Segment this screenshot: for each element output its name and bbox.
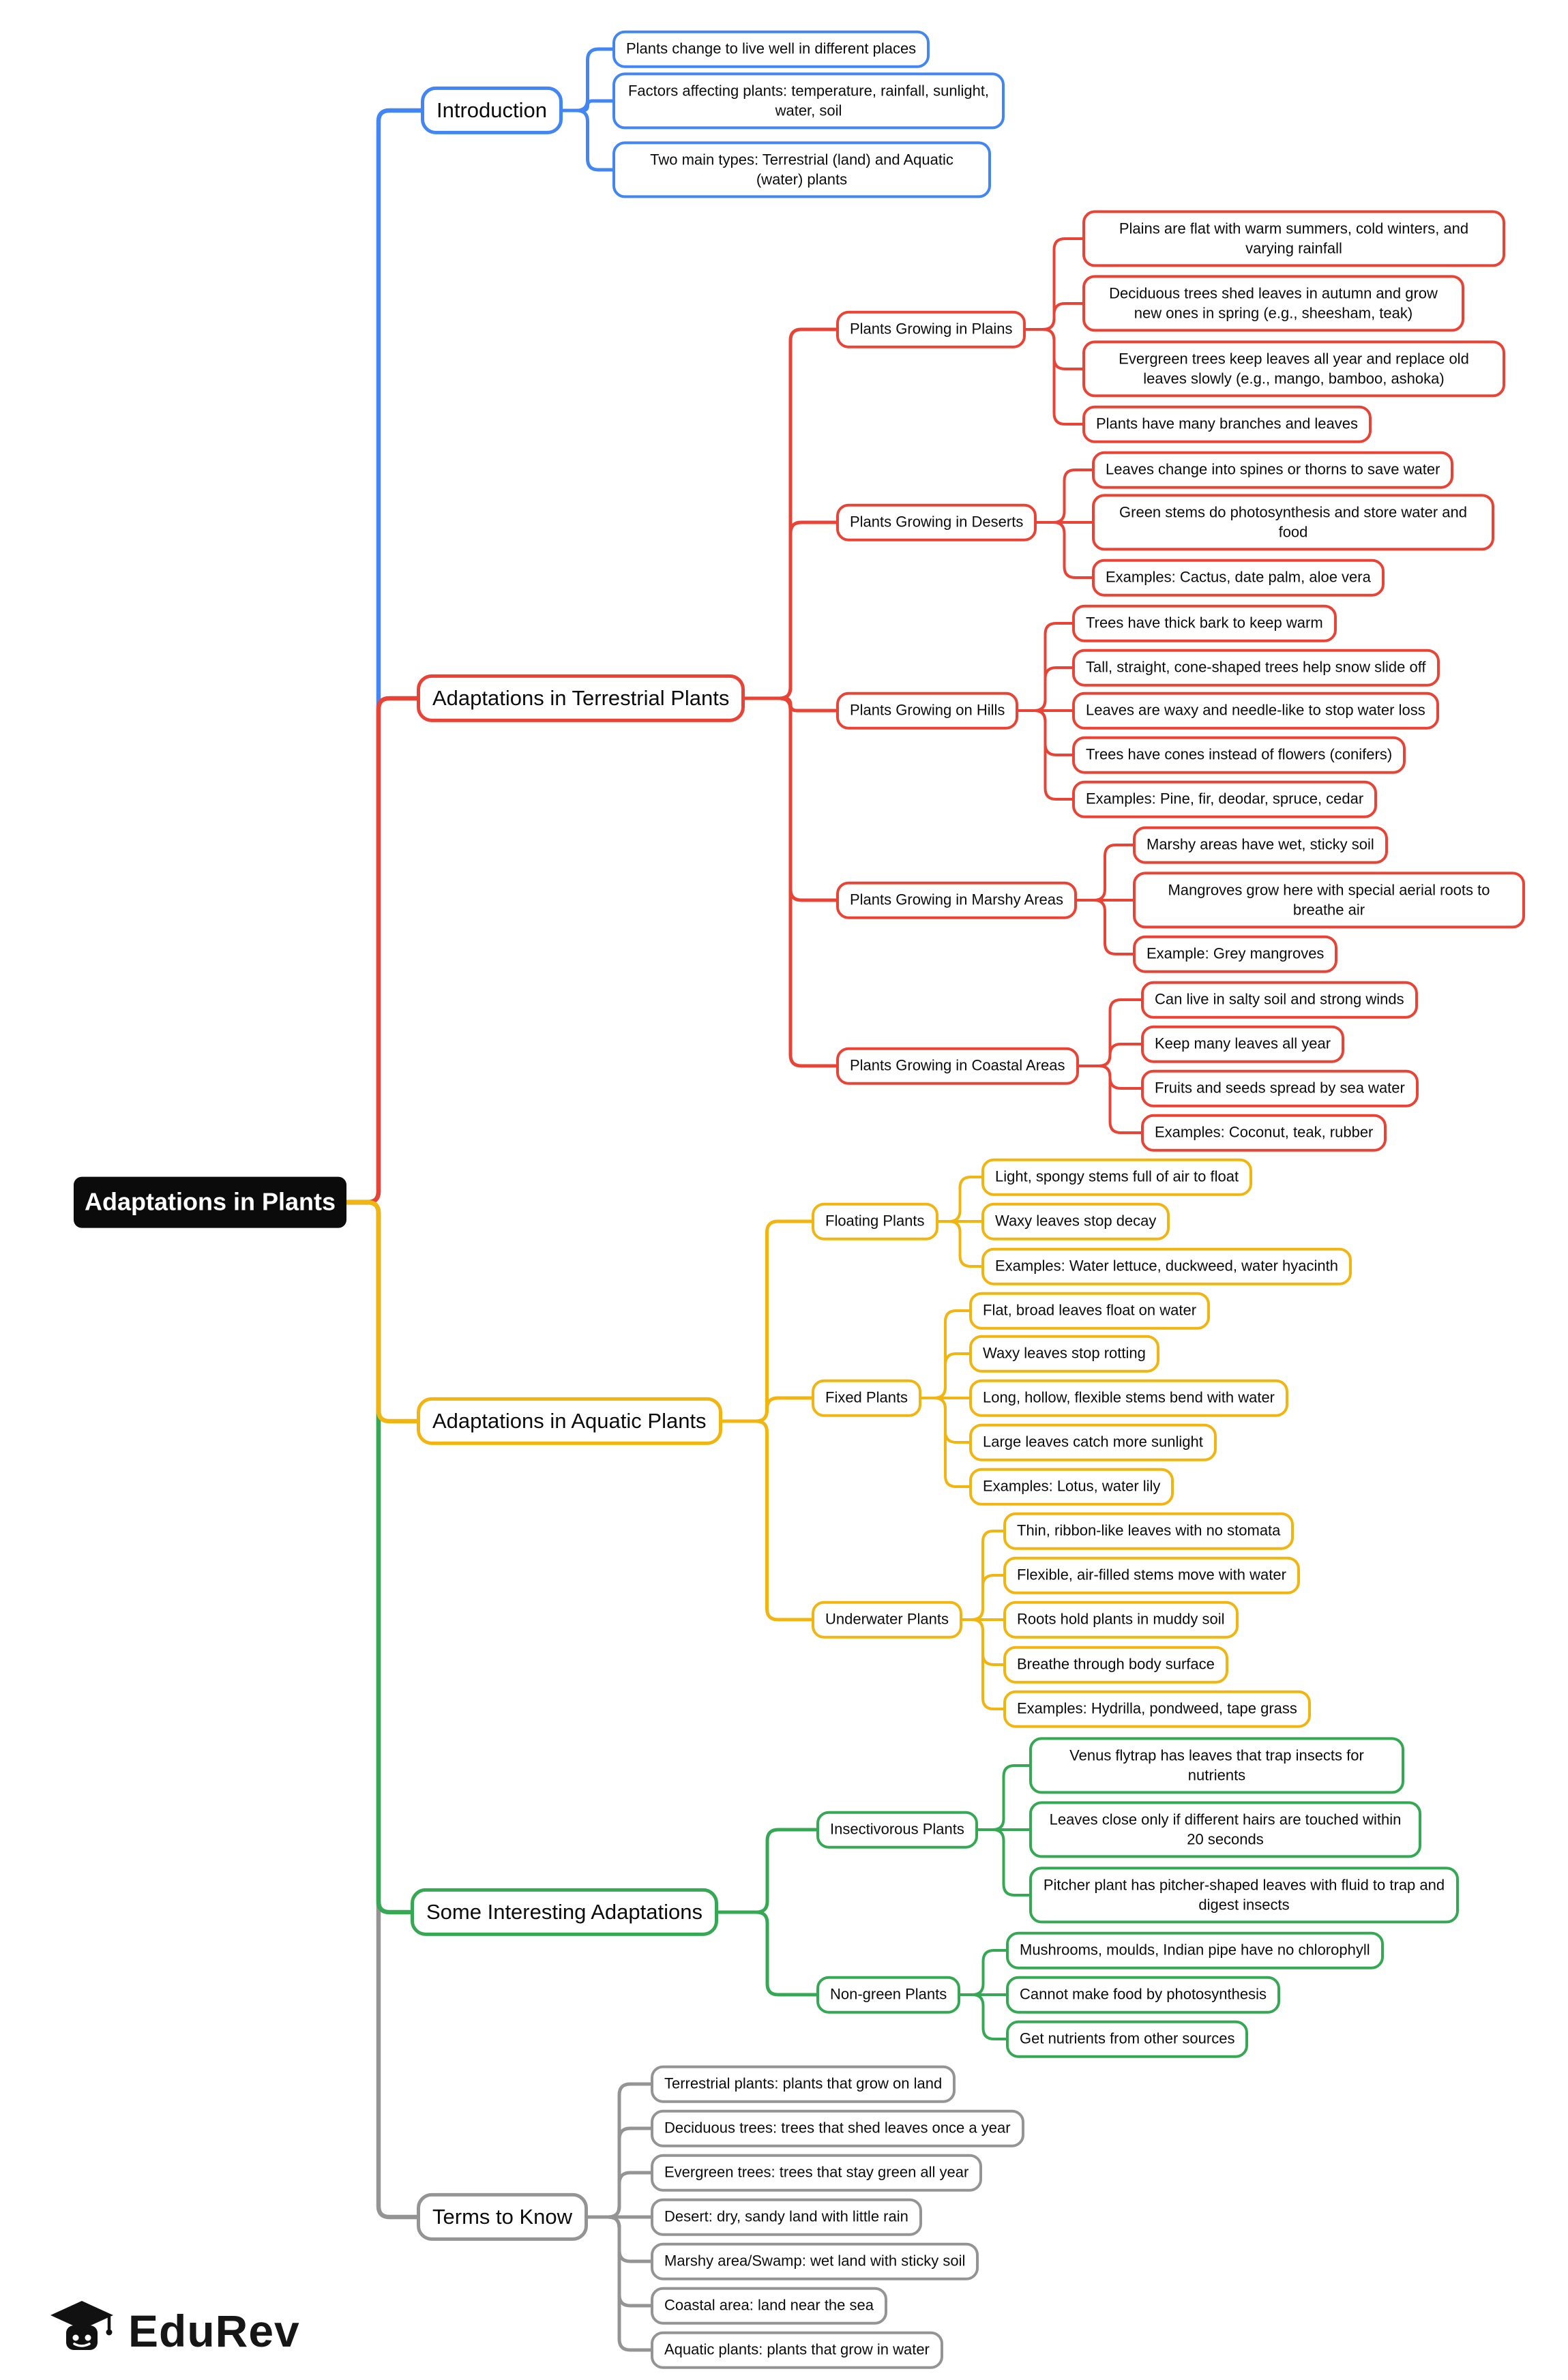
graduation-cap-icon [50, 2301, 113, 2350]
detail-node: Leaves are waxy and needle-like to stop … [1072, 691, 1439, 730]
topic-node: Plants Growing in Deserts [836, 503, 1037, 541]
detail-node: Waxy leaves stop decay [981, 1202, 1170, 1240]
topic-node: Plants Growing in Marshy Areas [836, 881, 1078, 919]
topic-node: Plants Growing on Hills [836, 691, 1019, 730]
detail-node: Green stems do photosynthesis and store … [1092, 494, 1494, 551]
detail-node: Examples: Hydrilla, pondweed, tape grass [1003, 1690, 1311, 1728]
detail-node: Marshy areas have wet, sticky soil [1133, 826, 1388, 864]
connector-line [561, 99, 615, 113]
detail-node: Tall, straight, cone-shaped trees help s… [1072, 649, 1440, 687]
connector-line [1078, 1043, 1142, 1067]
detail-node: Can live in salty soil and strong winds [1141, 981, 1418, 1019]
detail-node: Evergreen trees: trees that stay green a… [651, 2154, 983, 2192]
detail-node: Plants change to live well in different … [612, 30, 930, 68]
detail-node: Aquatic plants: plants that grow in wate… [651, 2331, 943, 2369]
connector-line [743, 696, 838, 713]
detail-node: Trees have cones instead of flowers (con… [1072, 736, 1406, 774]
branch-terrestrial: Adaptations in Terrestrial Plants [417, 674, 745, 723]
detail-node: Light, spongy stems full of air to float [981, 1158, 1253, 1196]
detail-node: Cannot make food by photosynthesis [1006, 1976, 1281, 2014]
detail-node: Mushrooms, moulds, Indian pipe have no c… [1006, 1931, 1384, 1969]
detail-node: Plains are flat with warm summers, cold … [1082, 210, 1505, 267]
branch-introduction: Introduction [421, 86, 563, 135]
detail-node: Thin, ribbon-like leaves with no stomata [1003, 1512, 1295, 1550]
detail-node: Plants have many branches and leaves [1082, 405, 1372, 443]
detail-node: Leaves close only if different hairs are… [1029, 1801, 1421, 1858]
detail-node: Examples: Pine, fir, deodar, spruce, ced… [1072, 780, 1378, 818]
detail-node: Desert: dry, sandy land with little rain [651, 2198, 922, 2236]
detail-node: Venus flytrap has leaves that trap insec… [1029, 1737, 1404, 1794]
detail-node: Waxy leaves stop rotting [969, 1335, 1159, 1373]
detail-node: Examples: Water lettuce, duckweed, water… [981, 1247, 1352, 1285]
detail-node: Flexible, air-filled stems move with wat… [1003, 1556, 1300, 1594]
detail-node: Examples: Coconut, teak, rubber [1141, 1114, 1387, 1152]
detail-node: Keep many leaves all year [1141, 1025, 1345, 1063]
detail-node: Factors affecting plants: temperature, r… [612, 72, 1005, 130]
detail-node: Pitcher plant has pitcher-shaped leaves … [1029, 1866, 1459, 1924]
root-node: Adaptations in Plants [74, 1176, 347, 1228]
branch-terms: Terms to Know [417, 2192, 589, 2242]
topic-node: Plants Growing in Plains [836, 310, 1026, 348]
topic-node: Non-green Plants [816, 1976, 961, 2014]
branch-interesting: Some Interesting Adaptations [411, 1888, 718, 1937]
detail-node: Coastal area: land near the sea [651, 2287, 887, 2325]
detail-node: Leaves change into spines or thorns to s… [1092, 451, 1454, 489]
detail-node: Large leaves catch more sunlight [969, 1423, 1217, 1461]
connector-line [716, 1910, 818, 1997]
detail-node: Breathe through body surface [1003, 1646, 1228, 1684]
detail-node: Example: Grey mangroves [1133, 935, 1338, 973]
detail-node: Flat, broad leaves float on water [969, 1292, 1211, 1330]
edurev-logo: EduRev [49, 2297, 300, 2365]
detail-node: Roots hold plants in muddy soil [1003, 1601, 1239, 1639]
detail-node: Get nutrients from other sources [1006, 2020, 1249, 2058]
detail-node: Terrestrial plants: plants that grow on … [651, 2065, 956, 2103]
detail-node: Long, hollow, flexible stems bend with w… [969, 1379, 1289, 1417]
branch-aquatic: Adaptations in Aquatic Plants [417, 1397, 722, 1446]
topic-node: Insectivorous Plants [816, 1811, 978, 1849]
detail-node: Fruits and seeds spread by sea water [1141, 1069, 1419, 1107]
detail-node: Examples: Cactus, date palm, aloe vera [1092, 559, 1385, 597]
edurev-logo-text: EduRev [128, 2306, 300, 2356]
detail-node: Trees have thick bark to keep warm [1072, 604, 1337, 642]
connector-line [1024, 302, 1084, 331]
topic-node: Fixed Plants [812, 1379, 922, 1417]
connector-line [720, 1396, 814, 1423]
detail-node: Deciduous trees: trees that shed leaves … [651, 2109, 1024, 2147]
topic-node: Underwater Plants [812, 1601, 962, 1639]
detail-node: Deciduous trees shed leaves in autumn an… [1082, 275, 1464, 332]
topic-node: Floating Plants [812, 1202, 938, 1240]
detail-node: Examples: Lotus, water lily [969, 1468, 1174, 1506]
detail-node: Mangroves grow here with special aerial … [1133, 872, 1525, 929]
detail-node: Two main types: Terrestrial (land) and A… [612, 141, 991, 198]
detail-node: Evergreen trees keep leaves all year and… [1082, 340, 1505, 398]
detail-node: Marshy area/Swamp: wet land with sticky … [651, 2242, 979, 2280]
connector-line [344, 1200, 419, 1424]
topic-node: Plants Growing in Coastal Areas [836, 1047, 1079, 1085]
